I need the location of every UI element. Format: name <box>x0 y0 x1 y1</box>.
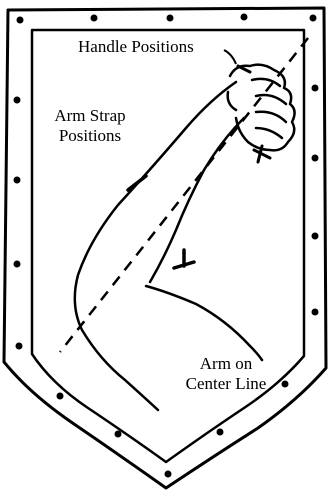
rivet-icon <box>16 343 23 350</box>
center-line <box>60 38 308 352</box>
finger-4 <box>256 128 282 138</box>
rivet-icon <box>241 14 248 21</box>
rivet-icon <box>91 15 98 22</box>
rivet-icon <box>14 177 21 184</box>
rivet-icon <box>14 261 21 268</box>
arm-strap-label-line2: Positions <box>42 126 138 146</box>
finger-3 <box>256 112 286 122</box>
rivet-icon <box>165 471 172 478</box>
rivet-icon <box>115 431 122 438</box>
rivet-icon <box>57 393 64 400</box>
handle-positions-label: Handle Positions <box>78 37 194 57</box>
strap-mark-upper <box>128 176 146 190</box>
arm-strap-positions-label: Arm Strap Positions <box>42 106 138 146</box>
arm-strap-label-line1: Arm Strap <box>42 106 138 126</box>
rivet-icon <box>217 429 224 436</box>
arm-elbow <box>146 286 262 360</box>
hand-outline <box>230 65 295 151</box>
arm-inner-edge <box>150 118 244 282</box>
rivet-icon <box>312 85 319 92</box>
rivet-icon <box>312 155 319 162</box>
arm-center-label-line1: Arm on <box>176 354 276 374</box>
thumb <box>228 92 236 110</box>
rivet-icon <box>17 17 24 24</box>
rivet-icon <box>310 15 317 22</box>
arm-on-center-line-label: Arm on Center Line <box>176 354 276 394</box>
arm-center-label-line2: Center Line <box>176 374 276 394</box>
rivet-icon <box>312 233 319 240</box>
finger-1 <box>252 79 280 86</box>
rivet-icon <box>14 97 21 104</box>
handle-leader-line <box>224 50 236 64</box>
rivet-icon <box>312 309 319 316</box>
rivet-icon <box>282 381 289 388</box>
rivet-icon <box>167 15 174 22</box>
shield-outer-outline <box>4 8 326 488</box>
